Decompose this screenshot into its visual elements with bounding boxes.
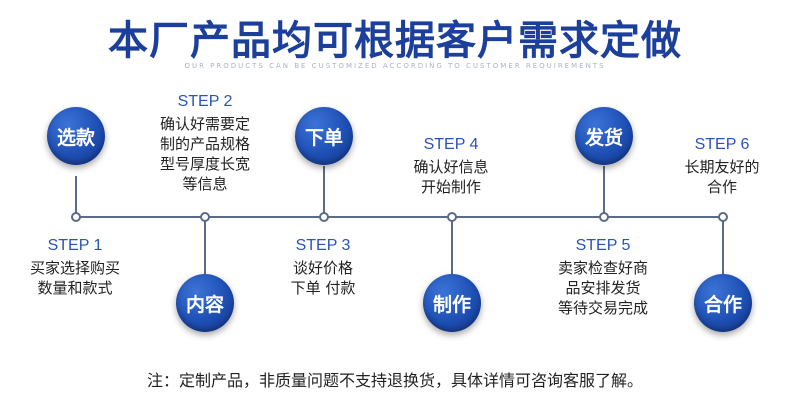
circle-place-order: 下单 [295,107,353,165]
connector-3 [323,166,325,216]
page-subtitle: OUR PRODUCTS CAN BE CUSTOMIZED ACCORDING… [184,62,606,70]
step-1-label: STEP 1 [47,237,103,254]
circle-cooperation: 合作 [694,274,752,332]
timeline-dot-5 [599,212,609,222]
step-4-desc: 确认好信息 开始制作 [413,158,489,196]
connector-4 [451,218,453,276]
timeline-dot-3 [319,212,329,222]
step-3: STEP 3 谈好价格 下单 付款 [263,236,383,298]
timeline-dot-2 [200,212,210,222]
step-6-desc: 长期友好的 合作 [684,158,760,196]
circle-production: 制作 [423,274,481,332]
step-2-label: STEP 2 [177,93,233,110]
step-3-desc: 谈好价格 下单 付款 [290,259,356,297]
connector-2 [204,218,206,278]
step-6-label: STEP 6 [694,136,750,153]
circle-shipping: 发货 [575,107,633,165]
connector-5 [603,166,605,216]
step-2-desc: 确认好需要定 制的产品规格 型号厚度长宽 等信息 [159,115,250,193]
step-1: STEP 1 买家选择购买 数量和款式 [15,236,135,298]
step-3-label: STEP 3 [295,237,351,254]
page-title: 本厂产品均可根据客户需求定做 [108,18,682,64]
footer-note: 注：定制产品，非质量问题不支持退换货，具体详情可咨询客服了解。 [146,371,643,390]
circle-content: 内容 [176,274,234,332]
circle-select-style: 选款 [47,107,105,165]
step-6: STEP 6 长期友好的 合作 [662,135,782,197]
step-5-desc: 卖家检查好商 品安排发货 等待交易完成 [557,259,648,317]
connector-1 [75,176,77,216]
timeline-dot-1 [71,212,81,222]
connector-6 [722,218,724,276]
timeline-dot-4 [447,212,457,222]
step-4-label: STEP 4 [423,136,479,153]
step-2: STEP 2 确认好需要定 制的产品规格 型号厚度长宽 等信息 [140,92,270,194]
step-5-label: STEP 5 [575,237,631,254]
step-1-desc: 买家选择购买 数量和款式 [29,259,120,297]
step-5: STEP 5 卖家检查好商 品安排发货 等待交易完成 [538,236,668,318]
timeline-dot-6 [718,212,728,222]
timeline-line [75,216,725,218]
step-4: STEP 4 确认好信息 开始制作 [391,135,511,197]
